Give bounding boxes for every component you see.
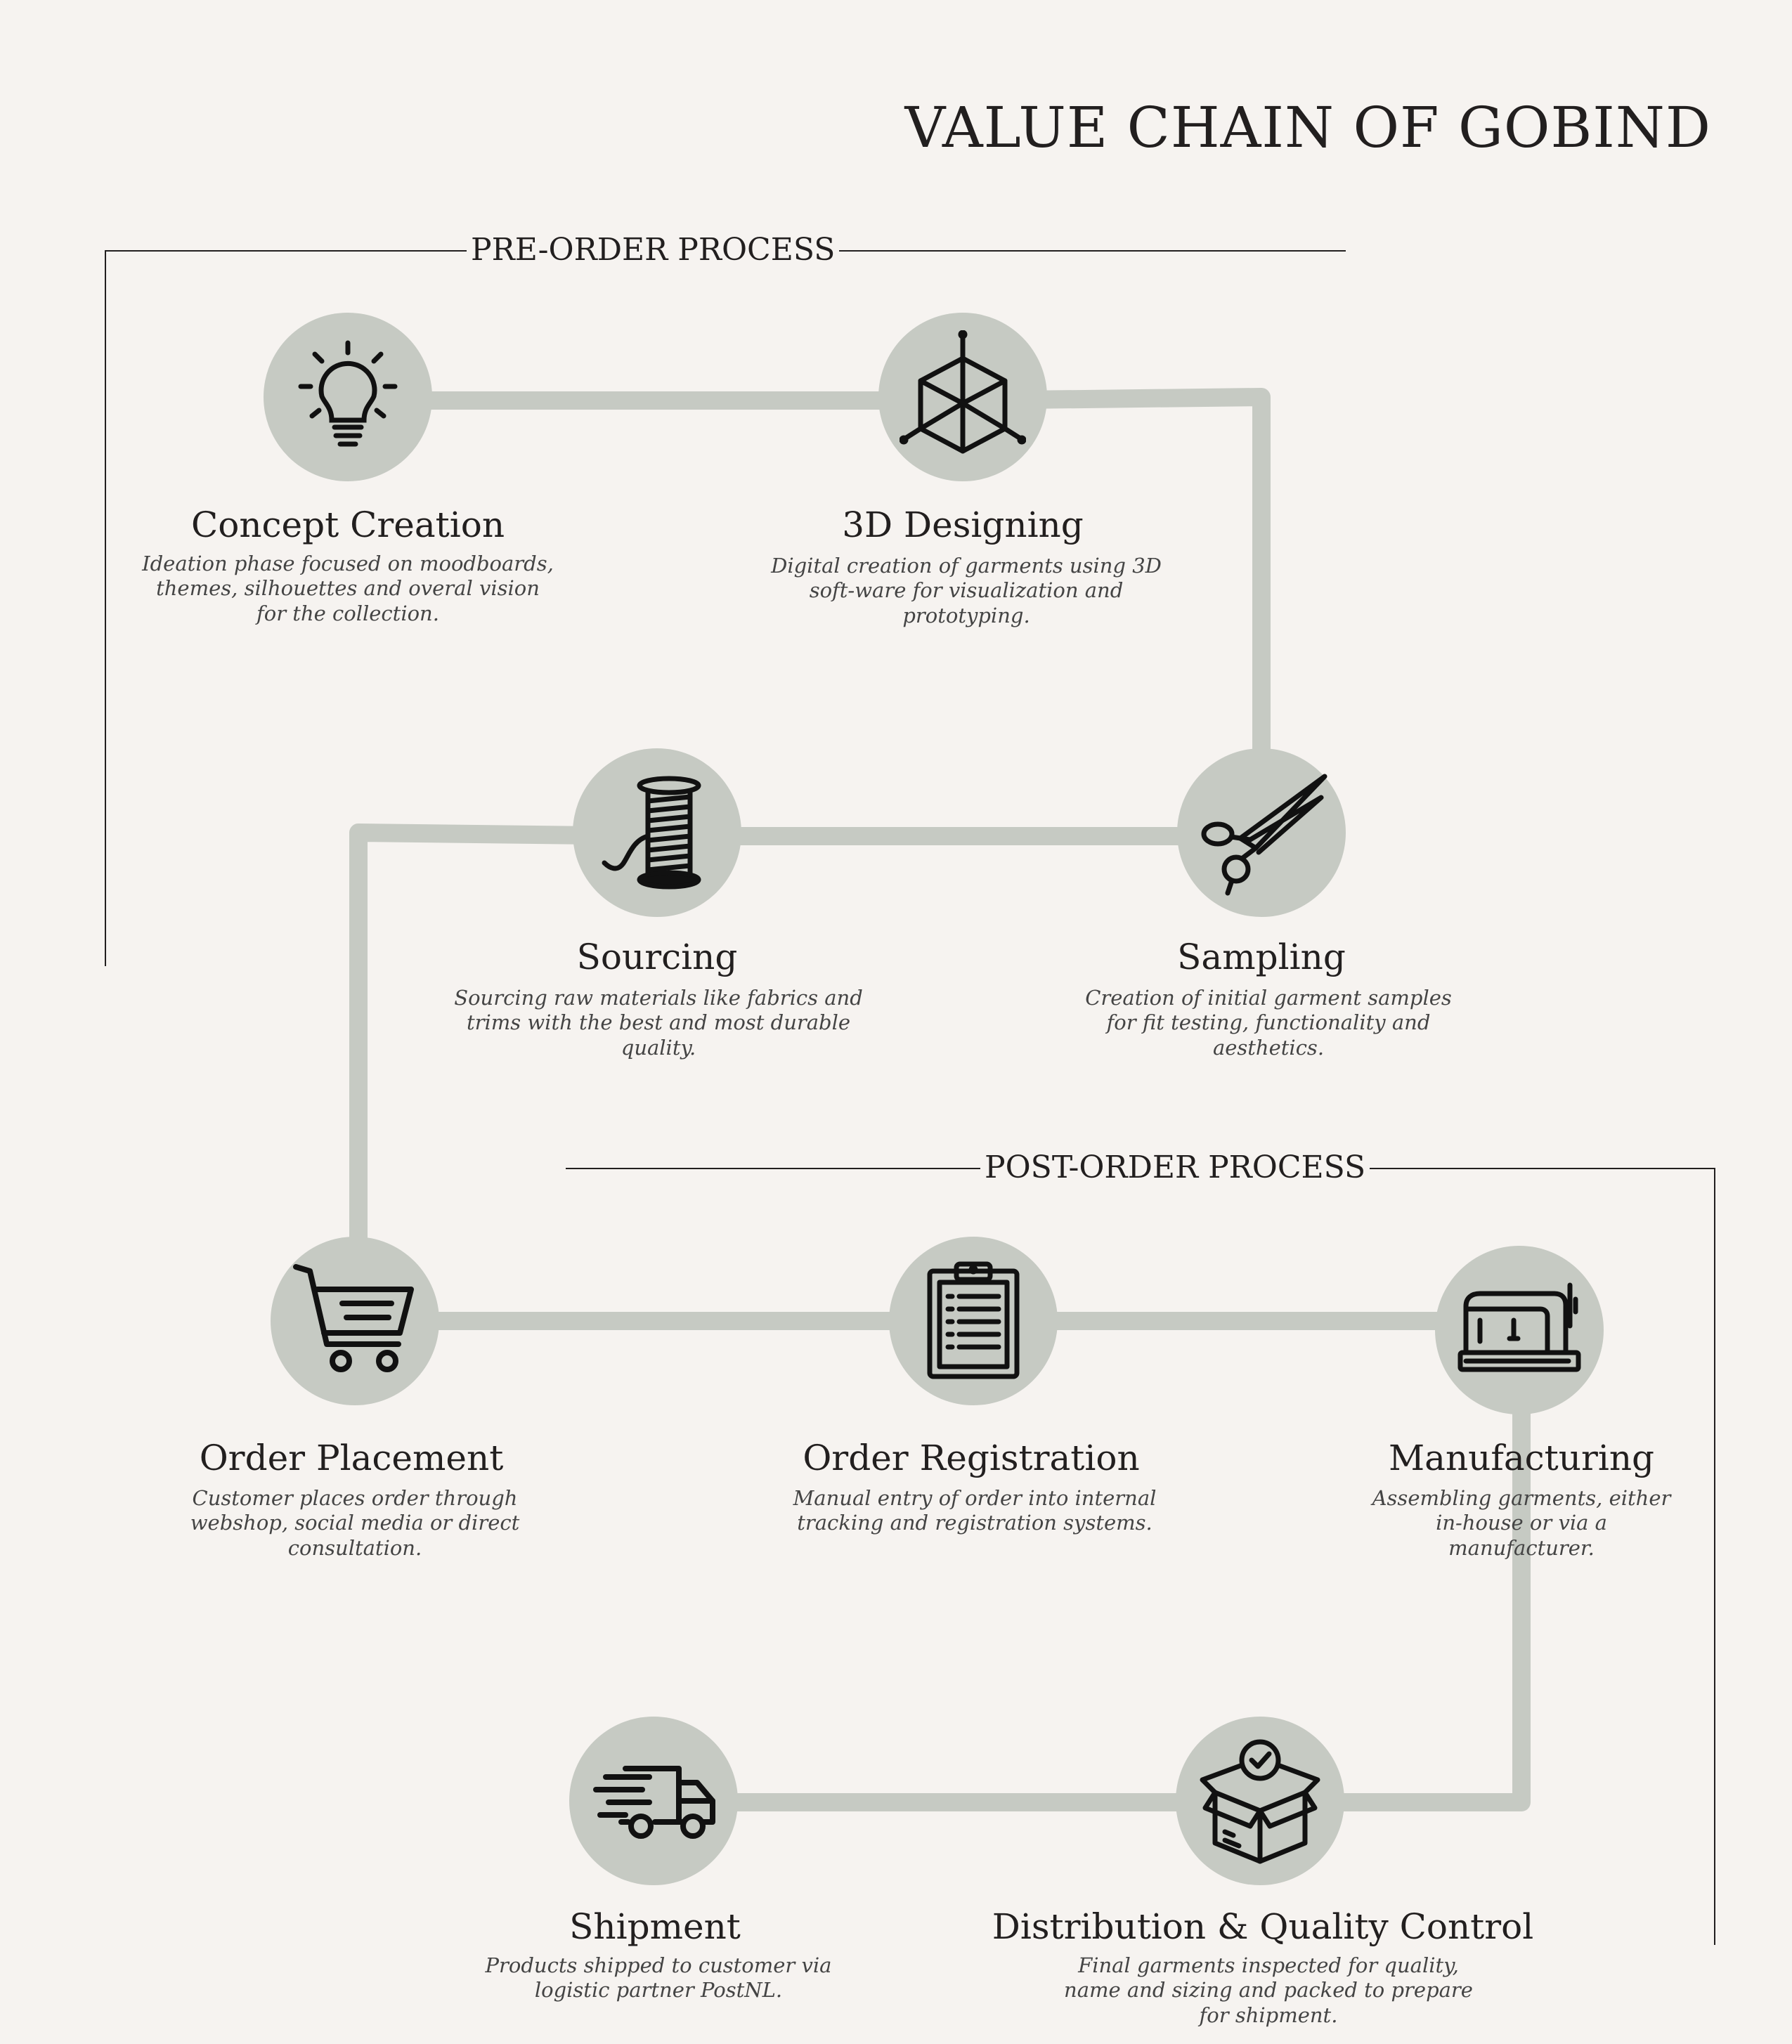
step-desc-shipment: Products shipped to customer via logisti… (485, 1953, 832, 2003)
step-node-manufacturing (1435, 1246, 1604, 1414)
step-node-sourcing (573, 748, 741, 917)
step-node-concept-creation (264, 313, 432, 481)
shopping-cart-icon (293, 1264, 414, 1372)
flow-connector (339, 388, 1531, 1811)
step-desc-order-registration: Manual entry of order into internal trac… (793, 1486, 1157, 1535)
delivery-truck-icon (593, 1766, 715, 1839)
step-desc-concept-creation: Ideation phase focused on moodboards, th… (142, 552, 554, 625)
3d-cube-icon (900, 330, 1026, 454)
post-order-bracket (566, 1168, 1715, 1945)
step-desc-order-placement: Customer places order through webshop, s… (190, 1486, 520, 1560)
step-title-sourcing: Sourcing (576, 937, 738, 977)
step-title-order-placement: Order Placement (199, 1438, 504, 1478)
step-desc-distribution-quality-control: Final garments inspected for quality, na… (1064, 1953, 1473, 2027)
step-node-3d-designing (878, 313, 1047, 481)
box-check-icon (1200, 1739, 1320, 1864)
pre-order-bracket (105, 250, 1346, 966)
step-node-order-placement (271, 1237, 439, 1405)
step-title-manufacturing: Manufacturing (1388, 1438, 1655, 1478)
step-desc-3d-designing: Digital creation of garments using 3D so… (771, 554, 1162, 627)
step-title-3d-designing: 3D Designing (842, 505, 1084, 545)
step-title-sampling: Sampling (1177, 937, 1346, 977)
scissors-icon (1201, 774, 1327, 896)
post-order-label: POST-ORDER PROCESS (980, 1152, 1370, 1183)
step-desc-sampling: Creation of initial garment samples for … (1085, 986, 1452, 1060)
step-desc-sourcing: Sourcing raw materials like fabrics and … (454, 986, 863, 1060)
step-title-concept-creation: Concept Creation (190, 505, 505, 545)
step-node-distribution-quality-control (1176, 1717, 1344, 1885)
step-node-order-registration (889, 1237, 1058, 1405)
clipboard-icon (927, 1261, 1020, 1379)
step-title-order-registration: Order Registration (803, 1438, 1140, 1478)
step-desc-manufacturing: Assembling garments, either in-house or … (1372, 1486, 1671, 1560)
step-title-distribution-quality-control: Distribution & Quality Control (992, 1906, 1534, 1947)
pre-order-label: PRE-ORDER PROCESS (467, 235, 840, 266)
page-title: VALUE CHAIN OF GOBIND (904, 95, 1711, 160)
sewing-machine-icon (1457, 1282, 1581, 1372)
thread-spool-icon (602, 776, 701, 890)
lightbulb-icon (298, 340, 398, 447)
step-title-shipment: Shipment (569, 1906, 741, 1947)
step-node-shipment (569, 1717, 738, 1885)
step-node-sampling (1177, 748, 1346, 917)
